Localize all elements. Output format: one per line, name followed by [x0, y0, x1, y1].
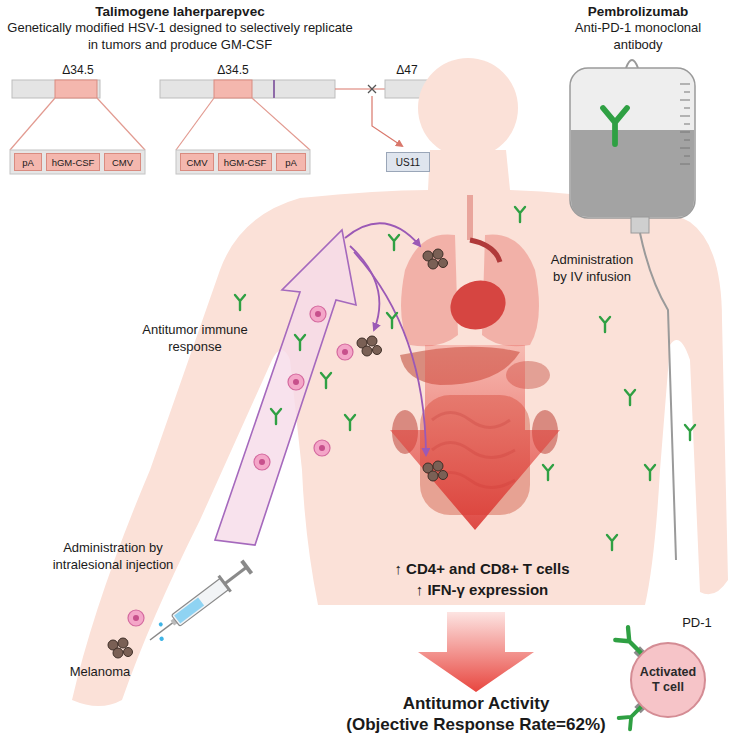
antibodies	[235, 207, 695, 550]
node-text: pA	[22, 157, 34, 168]
immune-response-arrow	[215, 223, 426, 545]
gene-label: Δ34.5	[53, 63, 103, 79]
node-text: CMV	[186, 157, 207, 168]
annotation: Antitumor immune response	[138, 322, 253, 356]
tumor-clusters	[108, 249, 448, 658]
polya-box: pA	[14, 153, 42, 171]
gene-construct	[10, 80, 430, 174]
node-text: Activated T cell	[637, 665, 699, 695]
node-text: hGM-CSF	[52, 157, 95, 168]
annotation: Melanoma	[60, 664, 140, 681]
gene-label: Δ34.5	[208, 63, 258, 79]
gene-box: US11	[386, 152, 430, 172]
gene-box: hGM-CSF	[218, 153, 272, 171]
result-arrow	[418, 612, 534, 692]
annotation: Administration by IV infusion	[546, 252, 638, 286]
body-silhouette	[72, 58, 728, 706]
node-text: pA	[285, 157, 297, 168]
annotation: Administration by intralesional injectio…	[48, 540, 178, 574]
annotation: PD-1	[677, 615, 717, 632]
gene-label: Δ47	[385, 63, 429, 79]
promoter-box: CMV	[104, 153, 141, 171]
gene-box: hGM-CSF	[46, 153, 100, 171]
immune-cells	[128, 306, 353, 626]
node-text: CMV	[112, 157, 133, 168]
node-text: hGM-CSF	[224, 157, 267, 168]
polya-box: pA	[276, 153, 306, 171]
node-text: US11	[396, 157, 420, 168]
result-text: ↑ IFN-γ expression	[352, 580, 612, 600]
description-text: Genetically modified HSV-1 designed to s…	[1, 20, 359, 54]
result-text: ↑ CD4+ and CD8+ T cells	[352, 559, 612, 579]
section-heading: Pembrolizumab	[568, 3, 708, 21]
promoter-box: CMV	[180, 153, 214, 171]
section-heading: Talimogene laherparepvec	[0, 3, 360, 21]
result-heading: Antitumor Activity	[326, 693, 626, 715]
result-heading: (Objective Response Rate=62%)	[316, 714, 636, 736]
t-cell-circle: Activated T cell	[630, 642, 706, 718]
description-text: Anti-PD-1 monoclonal antibody	[573, 20, 703, 54]
organs	[390, 195, 560, 530]
iv-bag	[570, 60, 695, 560]
